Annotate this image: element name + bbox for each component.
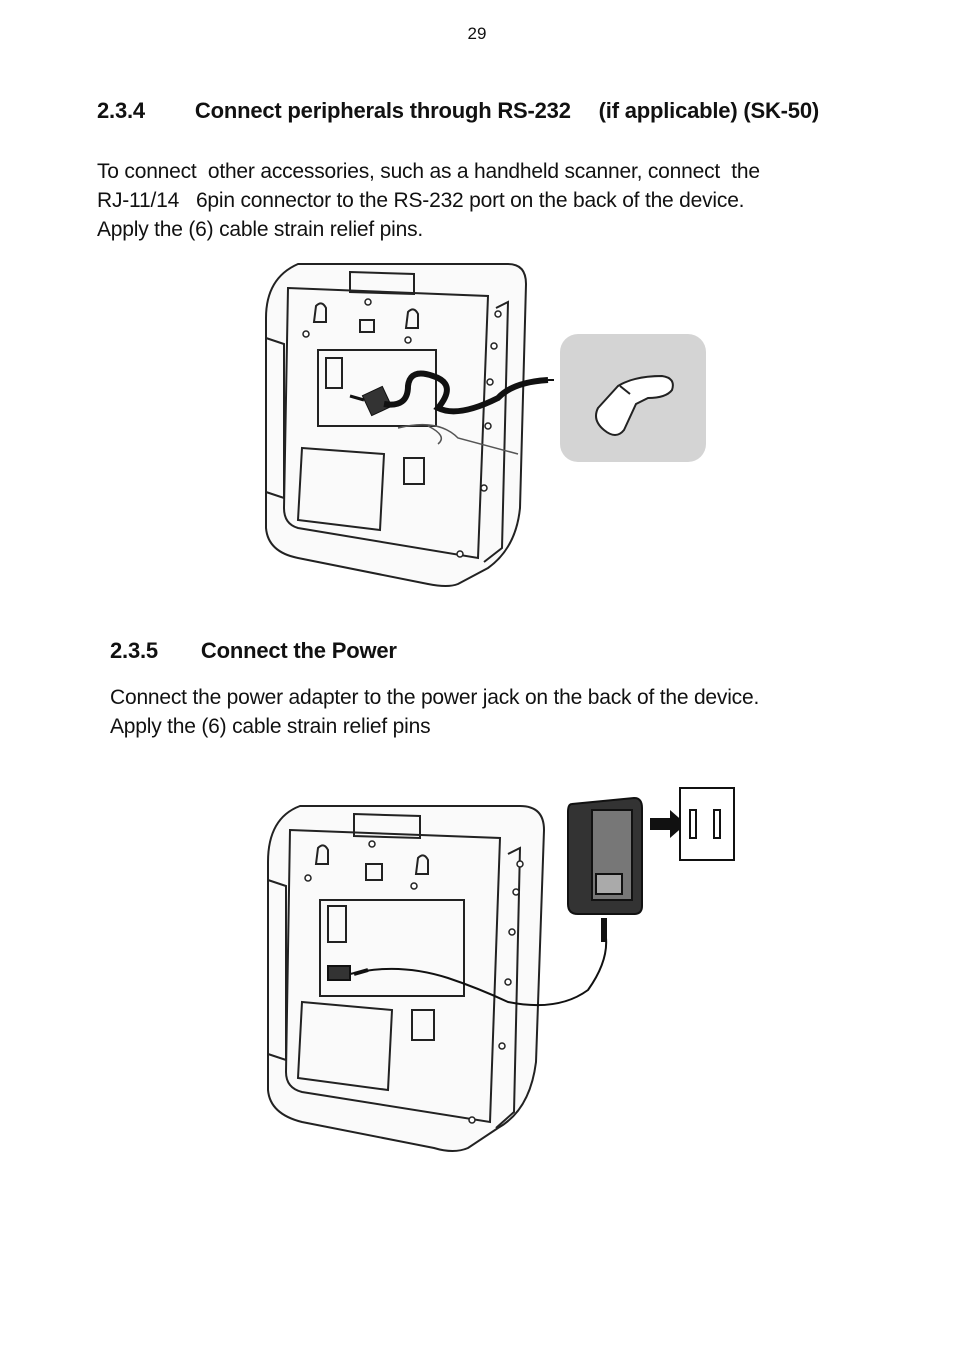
rs232-connection-figure — [258, 258, 710, 590]
section-number: 2.3.4 — [97, 98, 145, 123]
body-line: To connect other accessories, such as a … — [97, 160, 760, 183]
device-back-scanner-illustration — [265, 263, 706, 587]
section-heading-2-3-5: 2.3.5 Connect the Power — [110, 638, 397, 664]
power-connection-figure — [258, 782, 740, 1156]
section-title: Connect peripherals through RS-232 — [194, 98, 571, 123]
body-line: RJ-11/14 6pin connector to the RS-232 po… — [97, 189, 745, 212]
body-line: Connect the power adapter to the power j… — [110, 686, 760, 709]
section-title: Connect the Power — [200, 638, 397, 663]
device-back-power-illustration — [267, 787, 735, 1152]
section-title-suffix: (if applicable) (SK-50) — [598, 98, 820, 123]
body-line: Apply the (6) cable strain relief pins. — [97, 218, 424, 241]
page-number: 29 — [467, 24, 487, 43]
section-2-3-4-body: To connect other accessories, such as a … — [97, 157, 760, 244]
section-heading-2-3-4: 2.3.4 Connect peripherals through RS-232… — [97, 98, 819, 124]
section-number: 2.3.5 — [110, 638, 158, 663]
body-line: Apply the (6) cable strain relief pins — [110, 715, 431, 738]
section-2-3-5-body: Connect the power adapter to the power j… — [110, 683, 759, 741]
